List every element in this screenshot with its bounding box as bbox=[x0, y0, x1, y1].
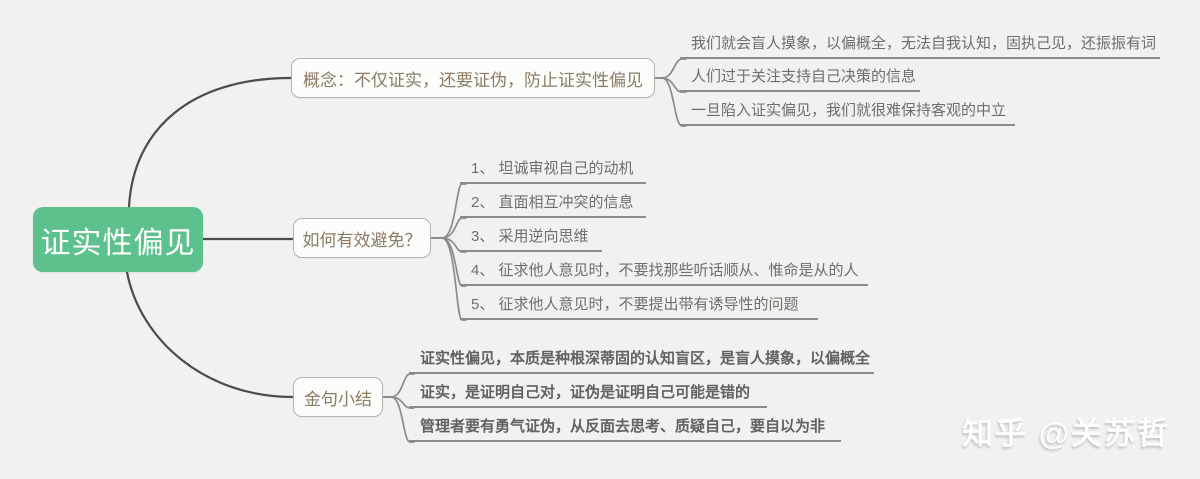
leaf-node[interactable]: 证实性偏见，本质是种根深蒂固的认知盲区，是盲人摸象，以偏概全 bbox=[409, 349, 874, 374]
edge-root-branch1 bbox=[127, 76, 293, 209]
root-node[interactable]: 证实性偏见 bbox=[33, 207, 203, 272]
leaf-node[interactable]: 1、 坦诚审视自己的动机 bbox=[460, 159, 646, 184]
leaf-node[interactable]: 3、 采用逆向思维 bbox=[460, 227, 602, 252]
branch-node-avoidance[interactable]: 如何有效避免？ bbox=[293, 218, 431, 258]
leaf-node[interactable]: 我们就会盲人摸象，以偏概全，无法自我认知，固执己见，还振振有词 bbox=[680, 34, 1160, 59]
leaf-node[interactable]: 2、 直面相互冲突的信息 bbox=[460, 193, 646, 218]
branch-node-concept[interactable]: 概念：不仅证实，还要证伪，防止证实性偏见 bbox=[291, 58, 655, 98]
leaf-node[interactable]: 一旦陷入证实偏见，我们就很难保持客观的中立 bbox=[680, 101, 1015, 126]
leaf-node[interactable]: 5、 征求他人意见时，不要提出带有诱导性的问题 bbox=[460, 295, 818, 320]
zhihu-watermark: 知乎 @关苏哲 bbox=[962, 416, 1170, 451]
leaf-node[interactable]: 证实，是证明自己对，证伪是证明自己可能是错的 bbox=[409, 383, 767, 408]
leaf-node[interactable]: 管理者要有勇气证伪，从反面去思考、质疑自己，要自以为非 bbox=[409, 417, 841, 442]
branch-node-summary[interactable]: 金句小结 bbox=[293, 377, 383, 417]
edge-root-branch3 bbox=[125, 270, 295, 399]
leaf-node[interactable]: 4、 征求他人意见时，不要找那些听话顺从、惟命是从的人 bbox=[460, 261, 868, 286]
leaf-node[interactable]: 人们过于关注支持自己决策的信息 bbox=[680, 67, 920, 92]
